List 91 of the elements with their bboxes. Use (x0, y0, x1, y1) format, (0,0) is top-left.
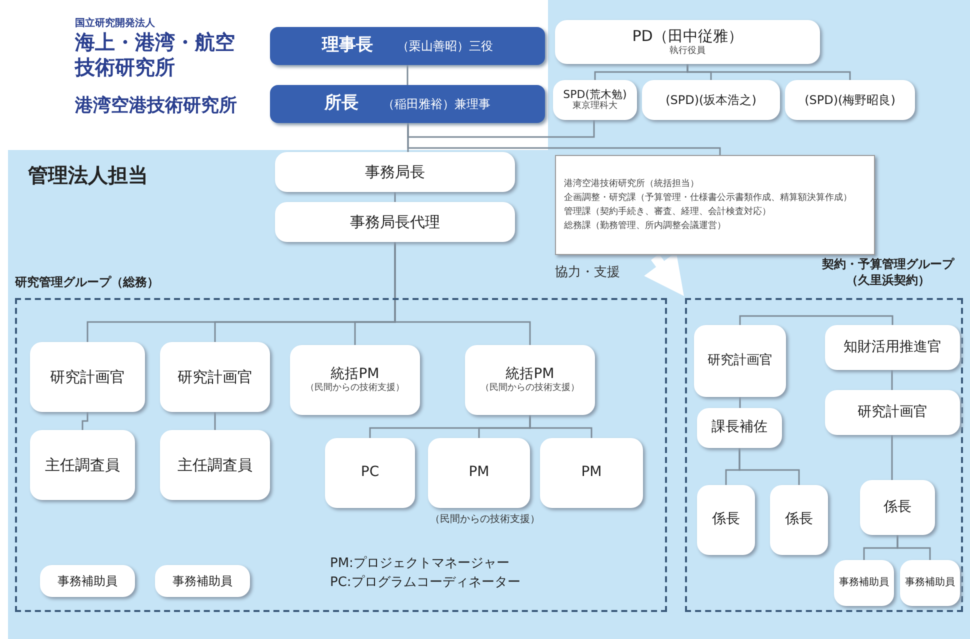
position-box (785, 80, 915, 120)
connector-line (406, 65, 408, 85)
connector-line (896, 535, 931, 560)
position-box (860, 480, 935, 535)
position-title: 統括PM (330, 366, 380, 382)
connector-line (891, 370, 893, 390)
note-line: 総務課（勤務管理、所内調整会議運営） (564, 220, 727, 232)
position-box (270, 85, 545, 123)
position-box (290, 345, 420, 415)
position-title: 事務局長代理 (350, 212, 440, 232)
connector-line (214, 412, 216, 430)
note-box (555, 155, 875, 255)
position-box (642, 80, 780, 120)
position-title: 事務局長 (365, 162, 425, 182)
position-box (160, 342, 270, 412)
position-title: 統括PM (506, 366, 554, 382)
institute-name: 港湾空港技術研究所 (75, 94, 237, 118)
group-heading: 契約・予算管理グループ（久里浜契約） (821, 256, 956, 288)
position-title: 事務補助員 (839, 576, 889, 590)
position-box (697, 485, 755, 555)
connector-line (739, 397, 741, 408)
connector-line (739, 315, 894, 325)
position-note: 東京理科大 (572, 101, 618, 112)
position-box (275, 152, 515, 192)
position-title: 主任調査員 (178, 456, 252, 474)
abbreviation-note: PC:プログラムコーディネーター (330, 574, 520, 592)
position-box (553, 80, 637, 120)
position-box (900, 560, 960, 606)
position-title: 知財活用推進官 (844, 338, 942, 356)
group-heading: 研究管理グループ（総務） (15, 274, 159, 290)
position-title: 研究計画官 (858, 404, 928, 422)
note-text: （民間からの技術支援） (430, 512, 540, 527)
note-line: 企画調整・研究課（予算管理・仕様書公示書類作成、精算額決算作成） (564, 192, 853, 204)
connector-line (82, 412, 88, 430)
org-name: 海上・港湾・航空技術研究所 (75, 30, 236, 80)
position-title: PM (581, 464, 602, 482)
position-box (270, 27, 545, 65)
position-title: 課長補佐 (712, 419, 768, 437)
connector-line (394, 242, 531, 345)
org-subtitle: 国立研究開発法人 (75, 16, 155, 31)
position-box (555, 20, 820, 64)
position-title: 係長 (712, 511, 740, 529)
position-title: PD（田中従雅） (632, 27, 743, 46)
position-box (465, 345, 595, 415)
position-box (825, 325, 960, 370)
connector-line (891, 435, 893, 480)
position-box (825, 390, 960, 435)
position-note: （民間からの技術支援） (306, 383, 404, 394)
position-box (160, 430, 270, 500)
position-title: 事務補助員 (58, 574, 118, 588)
position-box (325, 438, 415, 508)
position-title: SPD(荒木勉) (563, 88, 627, 100)
section-heading: 管理法人担当 (28, 162, 148, 189)
position-box (834, 560, 894, 606)
position-title: (SPD)(梅野昭良) (804, 92, 896, 108)
position-title: 主任調査員 (45, 456, 120, 474)
position-box (540, 438, 643, 508)
position-box (275, 202, 515, 242)
position-note: （民間からの技術支援） (480, 383, 580, 394)
note-line: 管理課（契約手続き、審査、経理、会計検査対応） (564, 206, 772, 218)
connector-line (529, 415, 592, 438)
position-title: 研究計画官 (708, 352, 772, 370)
position-title: 理事長 (322, 34, 373, 58)
note-line: 港湾空港技術研究所（統括担当） (564, 178, 700, 190)
position-title: PM (468, 464, 490, 482)
position-box (694, 325, 786, 397)
position-title: 事務補助員 (172, 574, 232, 588)
connector-line (407, 123, 409, 152)
position-box (697, 408, 782, 448)
position-title: 係長 (884, 498, 912, 516)
position-box (30, 430, 135, 500)
connector-line (407, 120, 595, 138)
position-title: 所長 (324, 92, 358, 116)
position-title: （栗山善昭）三役 (397, 38, 493, 55)
position-box (155, 565, 250, 597)
position-title: （稲田雅裕）兼理事 (382, 96, 490, 113)
position-box (30, 342, 145, 412)
position-title: 研究計画官 (50, 368, 125, 386)
abbreviation-note: PM:プロジェクトマネージャー (330, 555, 510, 573)
position-box (428, 438, 530, 508)
position-title: 事務補助員 (905, 576, 955, 590)
connector-line (686, 64, 851, 80)
position-box (40, 565, 135, 597)
position-box (770, 485, 828, 555)
position-note: 執行役員 (670, 46, 706, 57)
position-title: PC (360, 464, 380, 482)
connector-line (394, 192, 396, 202)
connector-line (738, 448, 800, 485)
position-title: 係長 (785, 511, 813, 529)
position-title: 研究計画官 (178, 368, 252, 386)
position-title: (SPD)(坂本浩之) (666, 92, 756, 108)
